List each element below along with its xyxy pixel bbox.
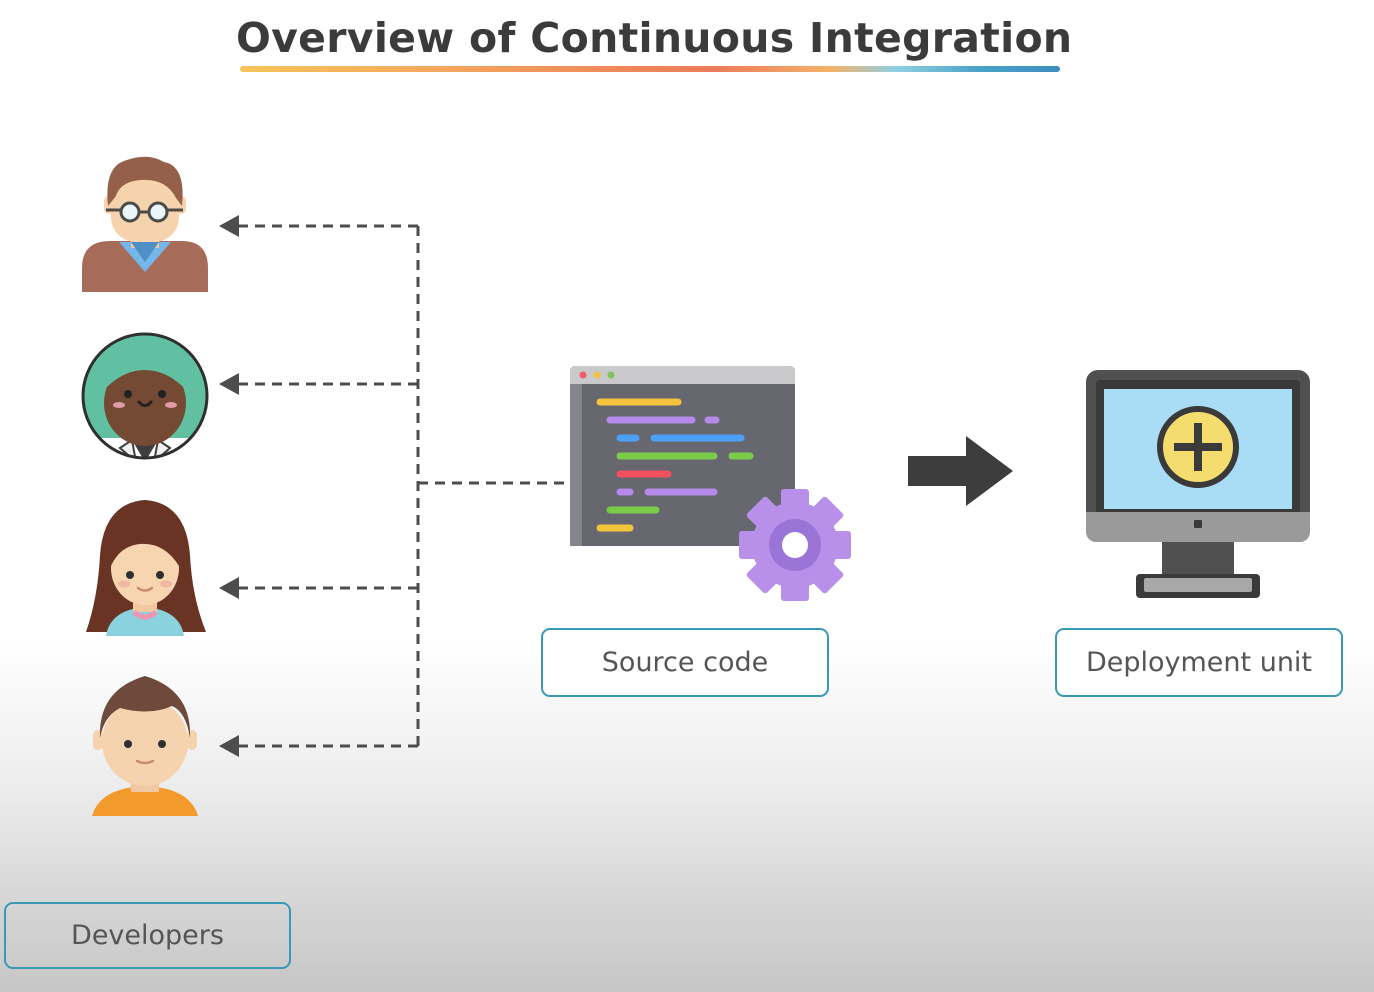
- developer-short-hair-icon: [92, 676, 198, 816]
- developer-green-hair-icon: [81, 332, 209, 460]
- developers-label: Developers: [4, 902, 291, 969]
- deployment-unit-label: Deployment unit: [1055, 628, 1343, 697]
- page-title: Overview of Continuous Integration: [236, 14, 1073, 62]
- developer-glasses-icon: [82, 156, 208, 292]
- arrowhead-left-icon: [219, 577, 239, 599]
- connector-arrowheads: [219, 215, 239, 757]
- right-arrow-icon: [908, 436, 1013, 506]
- gear-icon: [739, 489, 851, 601]
- title-underline: [240, 66, 1060, 72]
- developer-long-hair-icon: [86, 500, 206, 636]
- monitor-plus-icon: [1086, 370, 1310, 598]
- plus-circle-icon: [1157, 406, 1239, 488]
- arrowhead-left-icon: [219, 215, 239, 237]
- connector-lines: [236, 224, 566, 748]
- arrowhead-left-icon: [219, 735, 239, 757]
- arrowhead-left-icon: [219, 373, 239, 395]
- code-window-gear-icon: [570, 366, 851, 601]
- source-code-label: Source code: [541, 628, 829, 697]
